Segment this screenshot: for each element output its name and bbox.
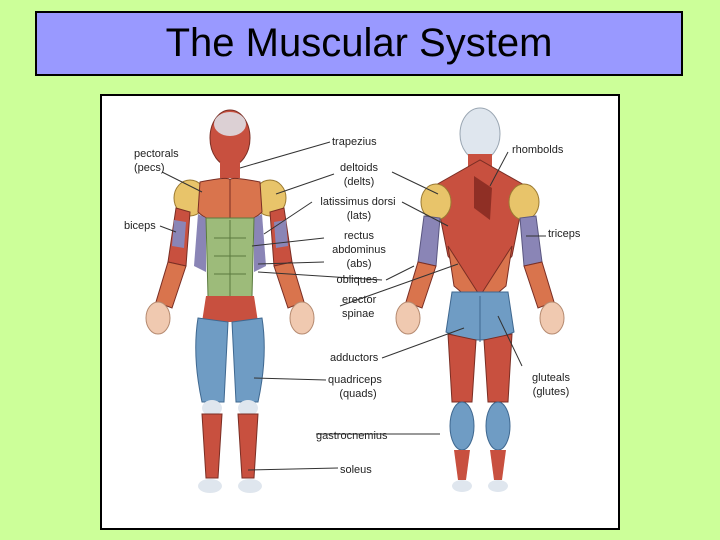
label-abdominus: abdominus (332, 244, 386, 256)
page-title: The Muscular System (165, 21, 553, 65)
label-adductors: adductors (330, 352, 379, 364)
label-pecs: (pecs) (134, 162, 165, 174)
label-biceps: biceps (124, 220, 156, 232)
label-erector: erector (342, 294, 377, 306)
label-lats: (lats) (346, 210, 372, 222)
label-trapezius: trapezius (332, 136, 377, 148)
label-deltoids: deltoids (340, 162, 378, 174)
label-rhombolds: rhombolds (512, 144, 564, 156)
label-spinae: spinae (342, 308, 375, 320)
label-glutes: (glutes) (532, 386, 570, 398)
back-body (395, 107, 565, 492)
muscle-diagram: pectorals (pecs) biceps trapezius deltoi… (100, 94, 620, 530)
label-soleus: soleus (340, 464, 372, 476)
label-obliques: obliques (336, 274, 378, 286)
label-delts: (delts) (343, 176, 375, 188)
leader-lines (159, 141, 546, 471)
label-latissimus-dorsi: latissimus dorsi (320, 196, 396, 208)
label-triceps: triceps (548, 228, 581, 240)
label-rectus: rectus (344, 230, 374, 242)
title-bar: The Muscular System (35, 11, 683, 76)
muscle-illustration (145, 107, 565, 493)
label-quadriceps: quadriceps (328, 374, 382, 386)
label-quads: (quads) (339, 388, 377, 400)
label-abs: (abs) (346, 258, 372, 270)
label-gastrocnemius: gastrocnemius (316, 430, 388, 442)
label-pectorals: pectorals (134, 148, 179, 160)
front-body (145, 109, 315, 493)
label-gluteals: gluteals (532, 372, 570, 384)
